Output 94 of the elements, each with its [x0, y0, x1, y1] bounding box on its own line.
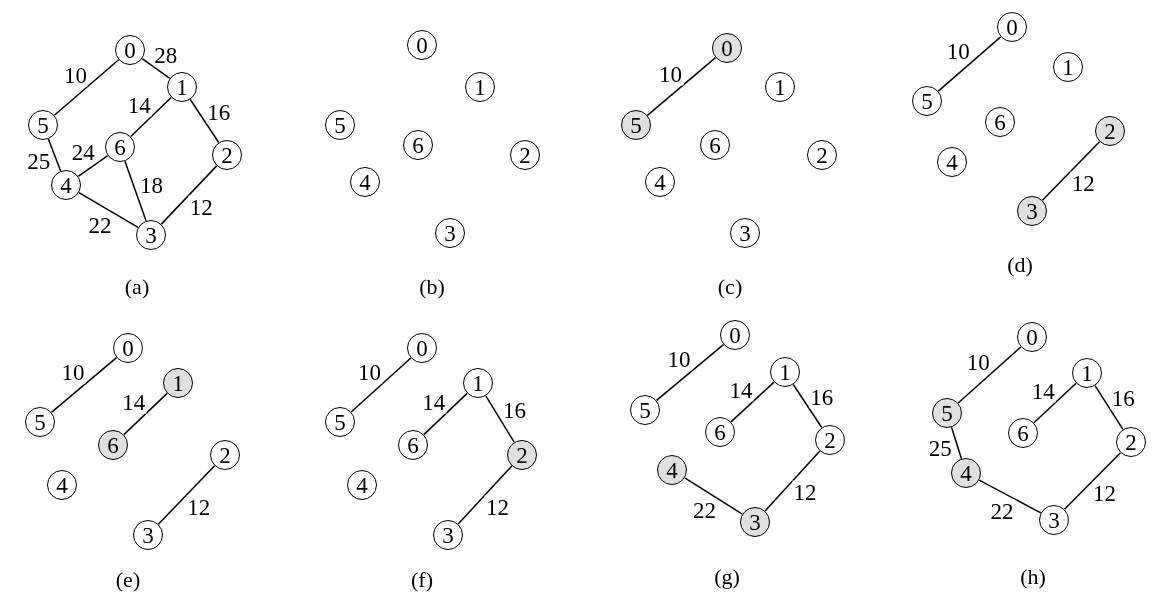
edge-line [764, 450, 821, 512]
graph-vertex: 0 [720, 320, 750, 350]
graph-vertex: 6 [98, 430, 128, 460]
graph-vertex: 6 [1008, 418, 1038, 448]
edge-line [730, 381, 775, 423]
graph-vertex: 0 [712, 33, 742, 63]
edge-line [485, 395, 515, 443]
graph-vertex: 5 [630, 395, 660, 425]
panel-caption: (b) [419, 276, 445, 298]
panel-caption: (h) [1020, 566, 1046, 588]
graph-vertex: 3 [740, 507, 770, 537]
graph-vertex: 6 [700, 130, 730, 160]
edge-line [423, 392, 468, 436]
graph-vertex: 3 [435, 218, 465, 248]
edge-line [1063, 451, 1122, 511]
graph-vertex: 5 [325, 407, 355, 437]
graph-vertex: 1 [163, 368, 193, 398]
graph-vertex: 5 [28, 110, 58, 140]
edge-line [78, 191, 139, 229]
panel-caption: (e) [115, 569, 141, 591]
graph-vertex: 1 [765, 72, 795, 102]
graph-vertex: 2 [210, 440, 240, 470]
graph-vertex: 4 [350, 167, 380, 197]
edge-line [792, 383, 823, 429]
graph-vertex: 3 [1017, 196, 1047, 226]
graph-vertex: 0 [1017, 322, 1047, 352]
edge-line [53, 59, 120, 116]
panel-caption: (a) [124, 276, 150, 298]
graph-vertex: 1 [1072, 358, 1102, 388]
graph-vertex: 6 [705, 417, 735, 447]
graph-vertex: 3 [136, 220, 166, 250]
graph-vertex: 1 [167, 72, 197, 102]
graph-vertex: 3 [1039, 505, 1069, 535]
graph-vertex: 0 [115, 35, 145, 65]
edge-line [646, 56, 717, 117]
graph-vertex: 2 [807, 140, 837, 170]
graph-vertex: 5 [325, 110, 355, 140]
graph-vertex: 5 [912, 86, 942, 116]
graph-vertex: 1 [1053, 52, 1083, 82]
edge-line [457, 465, 513, 525]
edge-line [189, 98, 220, 144]
graph-vertex: 0 [113, 333, 143, 363]
edge-line [937, 36, 1002, 92]
graph-vertex: 2 [815, 425, 845, 455]
edge-line [77, 154, 109, 178]
graph-vertex: 4 [645, 167, 675, 197]
graph-vertex: 4 [657, 455, 687, 485]
graph-vertex: 1 [465, 72, 495, 102]
edge-line [950, 426, 963, 460]
graph-vertex: 1 [463, 368, 493, 398]
panel-caption: (g) [714, 566, 740, 588]
graph-vertex: 5 [621, 110, 651, 140]
graph-vertex: 6 [403, 130, 433, 160]
graph-vertex: 3 [133, 520, 163, 550]
edge-line [157, 465, 216, 525]
graph-vertex: 4 [347, 470, 377, 500]
graph-vertex: 5 [932, 398, 962, 428]
edge-line [655, 343, 725, 402]
graph-vertex: 2 [1095, 116, 1125, 146]
edge-line [50, 356, 118, 414]
graph-vertex: 4 [51, 170, 81, 200]
graph-vertex: 4 [47, 470, 77, 500]
edge-line [47, 138, 62, 172]
graph-vertex: 0 [407, 30, 437, 60]
panel-caption: (d) [1007, 254, 1033, 276]
edge-line [978, 479, 1042, 514]
graph-vertex: 1 [770, 357, 800, 387]
graph-vertex: 2 [507, 440, 537, 470]
edge-line [160, 165, 218, 225]
graph-vertex: 2 [1116, 427, 1146, 457]
graph-vertex: 3 [433, 520, 463, 550]
edge-line [124, 160, 147, 222]
graph-vertex: 0 [997, 12, 1027, 42]
edge-line [350, 357, 412, 413]
graph-vertex: 4 [951, 458, 981, 488]
graph-vertex: 6 [105, 132, 135, 162]
graph-vertex: 2 [212, 140, 242, 170]
edge-line [141, 57, 171, 80]
graph-vertex: 4 [937, 147, 967, 177]
edge-line [130, 96, 172, 138]
graph-vertex: 0 [407, 333, 437, 363]
graph-vertex: 6 [985, 107, 1015, 137]
edge-line [957, 346, 1022, 404]
edge-line [123, 392, 168, 436]
panel-caption: (c) [717, 276, 743, 298]
graph-vertex: 2 [510, 140, 540, 170]
edge-line [1094, 384, 1124, 431]
graph-vertex: 5 [25, 407, 55, 437]
edge-line [1033, 382, 1077, 424]
edge-line [683, 477, 744, 515]
panel-caption: (f) [411, 569, 433, 591]
graph-vertex: 6 [398, 430, 428, 460]
edge-line [1041, 141, 1101, 201]
graph-vertex: 3 [730, 218, 760, 248]
